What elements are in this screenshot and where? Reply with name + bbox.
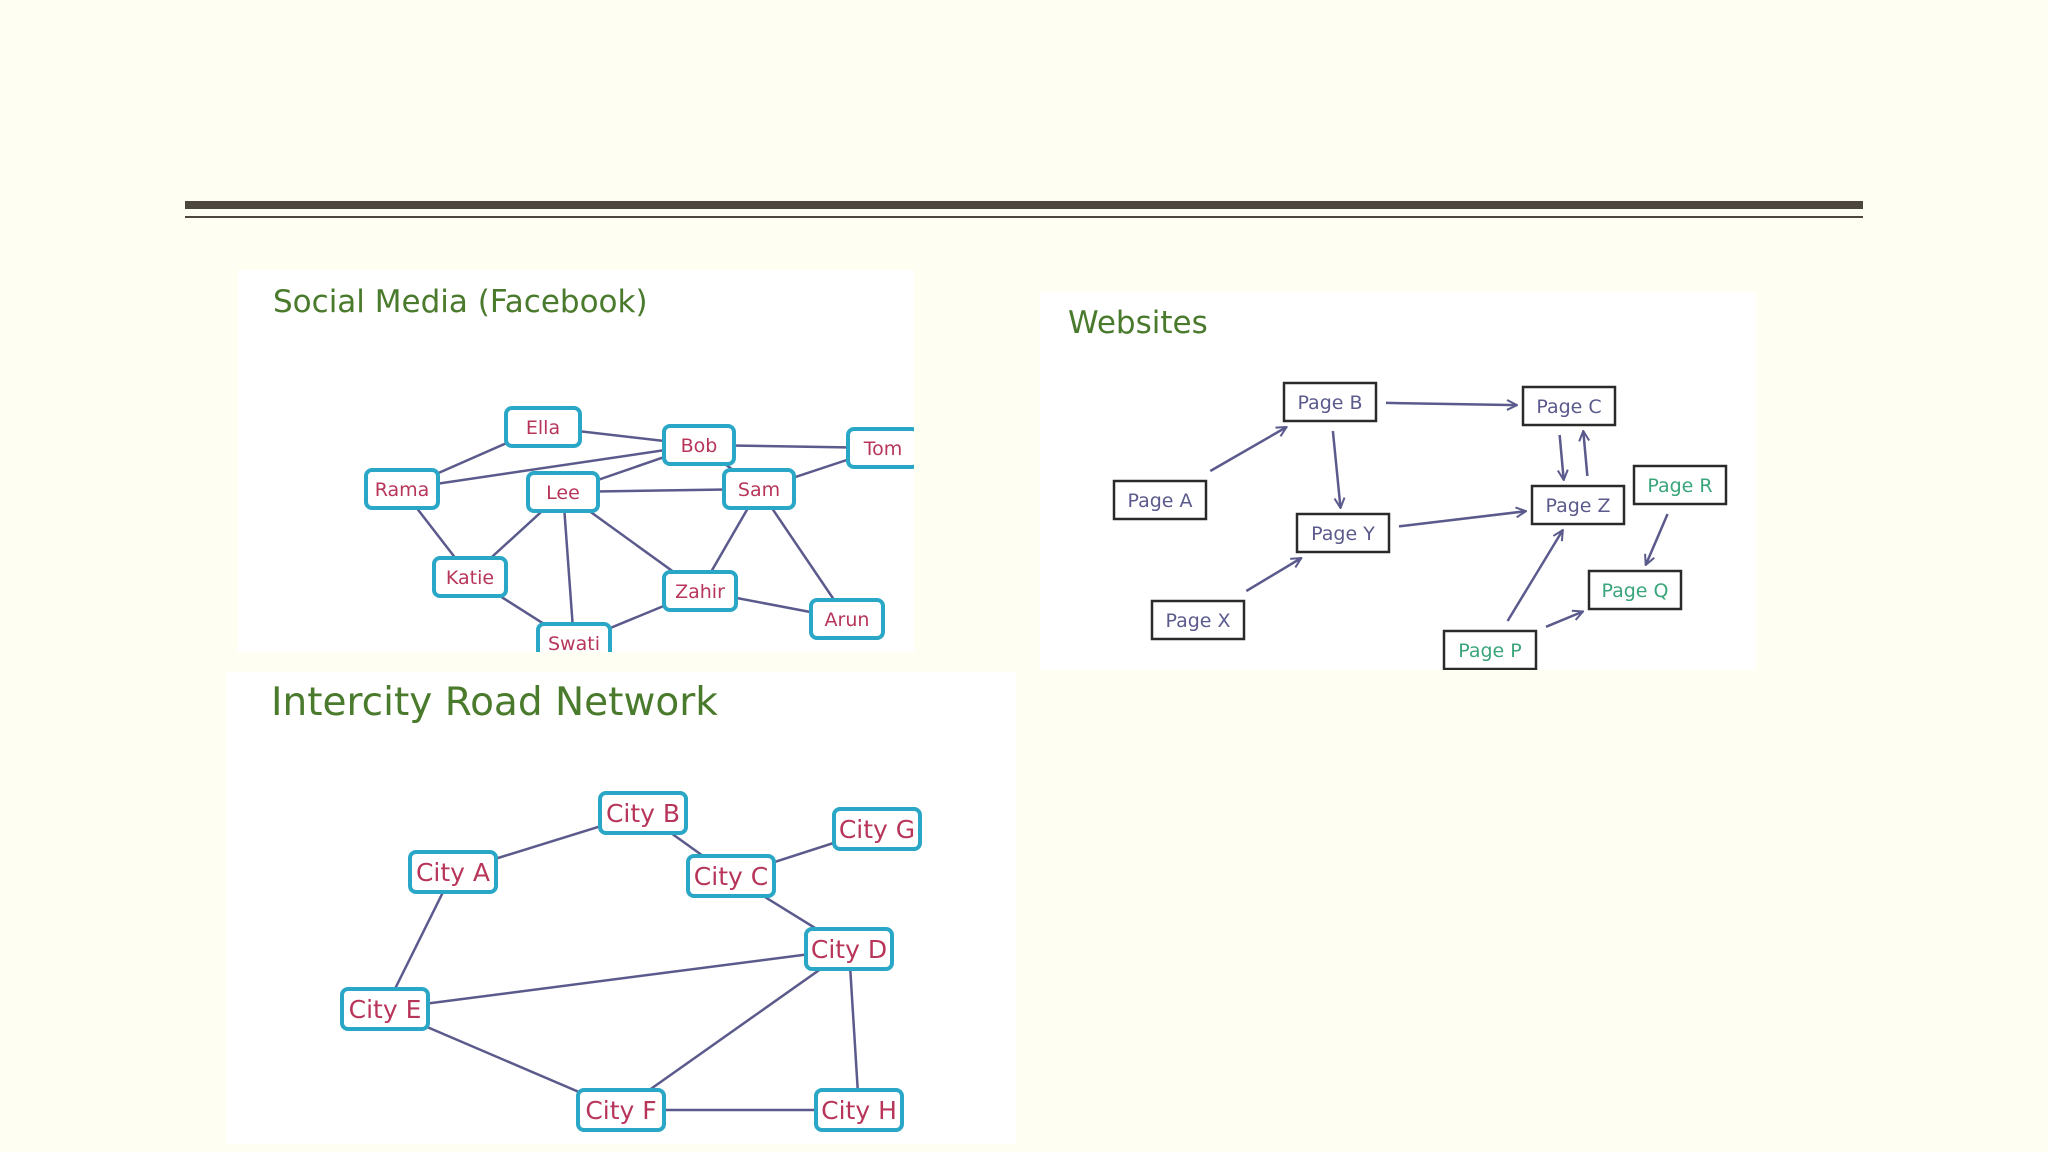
link-a-b [1209,427,1286,473]
websites-link-graph: Page B Page C Page A Page Y Page Z Page R Page… [1112,381,1728,670]
node-zahir: Zahir [662,570,738,612]
node-label: City E [349,995,422,1024]
link-z-c [1583,431,1587,477]
link-x-y [1245,558,1301,593]
page-node-label: Page P [1458,640,1522,662]
page-node-a: Page A [1112,479,1208,521]
page-node-label: Page R [1647,475,1712,497]
node-label: Tom [863,438,903,460]
node-label: Swati [548,633,600,652]
link-b-y [1331,430,1341,508]
social-media-title: Social Media (Facebook) [273,284,648,320]
link-c-z [1560,434,1564,480]
link-p-z [1506,530,1563,622]
node-label: City C [694,862,768,891]
link-b-c [1385,403,1517,405]
node-label: Arun [825,609,870,631]
node-katie: Katie [432,556,508,598]
node-d: City D [804,927,894,971]
title-rule-thick [185,201,1863,209]
node-e: City E [340,987,430,1031]
node-lee: Lee [526,471,600,513]
node-b: City B [598,791,688,835]
page-node-label: Page Q [1602,580,1669,602]
node-label: Sam [738,479,780,501]
page-node-label: Page X [1165,610,1230,632]
node-label: City D [811,935,887,964]
page-node-q: Page Q [1587,569,1683,611]
node-label: Zahir [675,581,725,603]
node-label: Rama [375,479,430,501]
page-node-label: Page B [1297,392,1362,414]
link-r-q [1646,513,1669,565]
node-label: City H [821,1096,897,1125]
node-label: Katie [446,567,494,589]
node-bob: Bob [662,424,736,466]
node-label: City F [585,1096,656,1125]
road-network-graph: City B City G City A City C City D City E City… [340,791,922,1132]
edge-d-h [847,948,861,1111]
page-node-label: Page A [1127,490,1192,512]
node-label: Lee [546,482,580,504]
node-label: City B [606,799,680,828]
node-tom: Tom [846,427,914,469]
page-node-r: Page R [1632,464,1728,506]
link-y-z [1398,511,1526,528]
node-label: City A [416,858,490,887]
page-node-b: Page B [1282,381,1378,423]
page-node-label: Page C [1536,396,1601,418]
page-node-label: Page Z [1545,495,1610,517]
road-network-title: Intercity Road Network [271,680,718,725]
page-node-label: Page Y [1311,523,1375,545]
node-f: City F [576,1088,666,1132]
page-node-z: Page Z [1530,484,1626,526]
websites-edges [1209,403,1669,628]
edge-f-d [620,947,850,1112]
link-p-q [1545,612,1583,628]
node-arun: Arun [809,598,885,640]
websites-title: Websites [1068,305,1208,341]
page-node-c: Page C [1521,385,1617,427]
page-node-x: Page X [1150,599,1246,641]
node-rama: Rama [364,468,440,510]
node-label: City G [839,815,915,844]
title-rule-thin [185,216,1863,218]
node-g: City G [832,807,922,851]
edge-e-d [384,947,850,1011]
edge-rama-bob [401,443,700,491]
page-node-p: Page P [1442,629,1538,670]
node-label: Bob [681,435,718,457]
node-sam: Sam [722,468,796,510]
node-swati: Swati [536,622,612,652]
edge-sam-arun [757,488,849,620]
edge-a-e [383,871,455,1010]
page-node-y: Page Y [1295,512,1391,554]
edge-lee-swati [561,491,576,644]
node-h: City H [814,1088,904,1132]
node-c: City C [686,854,776,898]
node-a: City A [408,850,498,894]
node-ella: Ella [504,406,582,448]
node-label: Ella [526,417,560,439]
